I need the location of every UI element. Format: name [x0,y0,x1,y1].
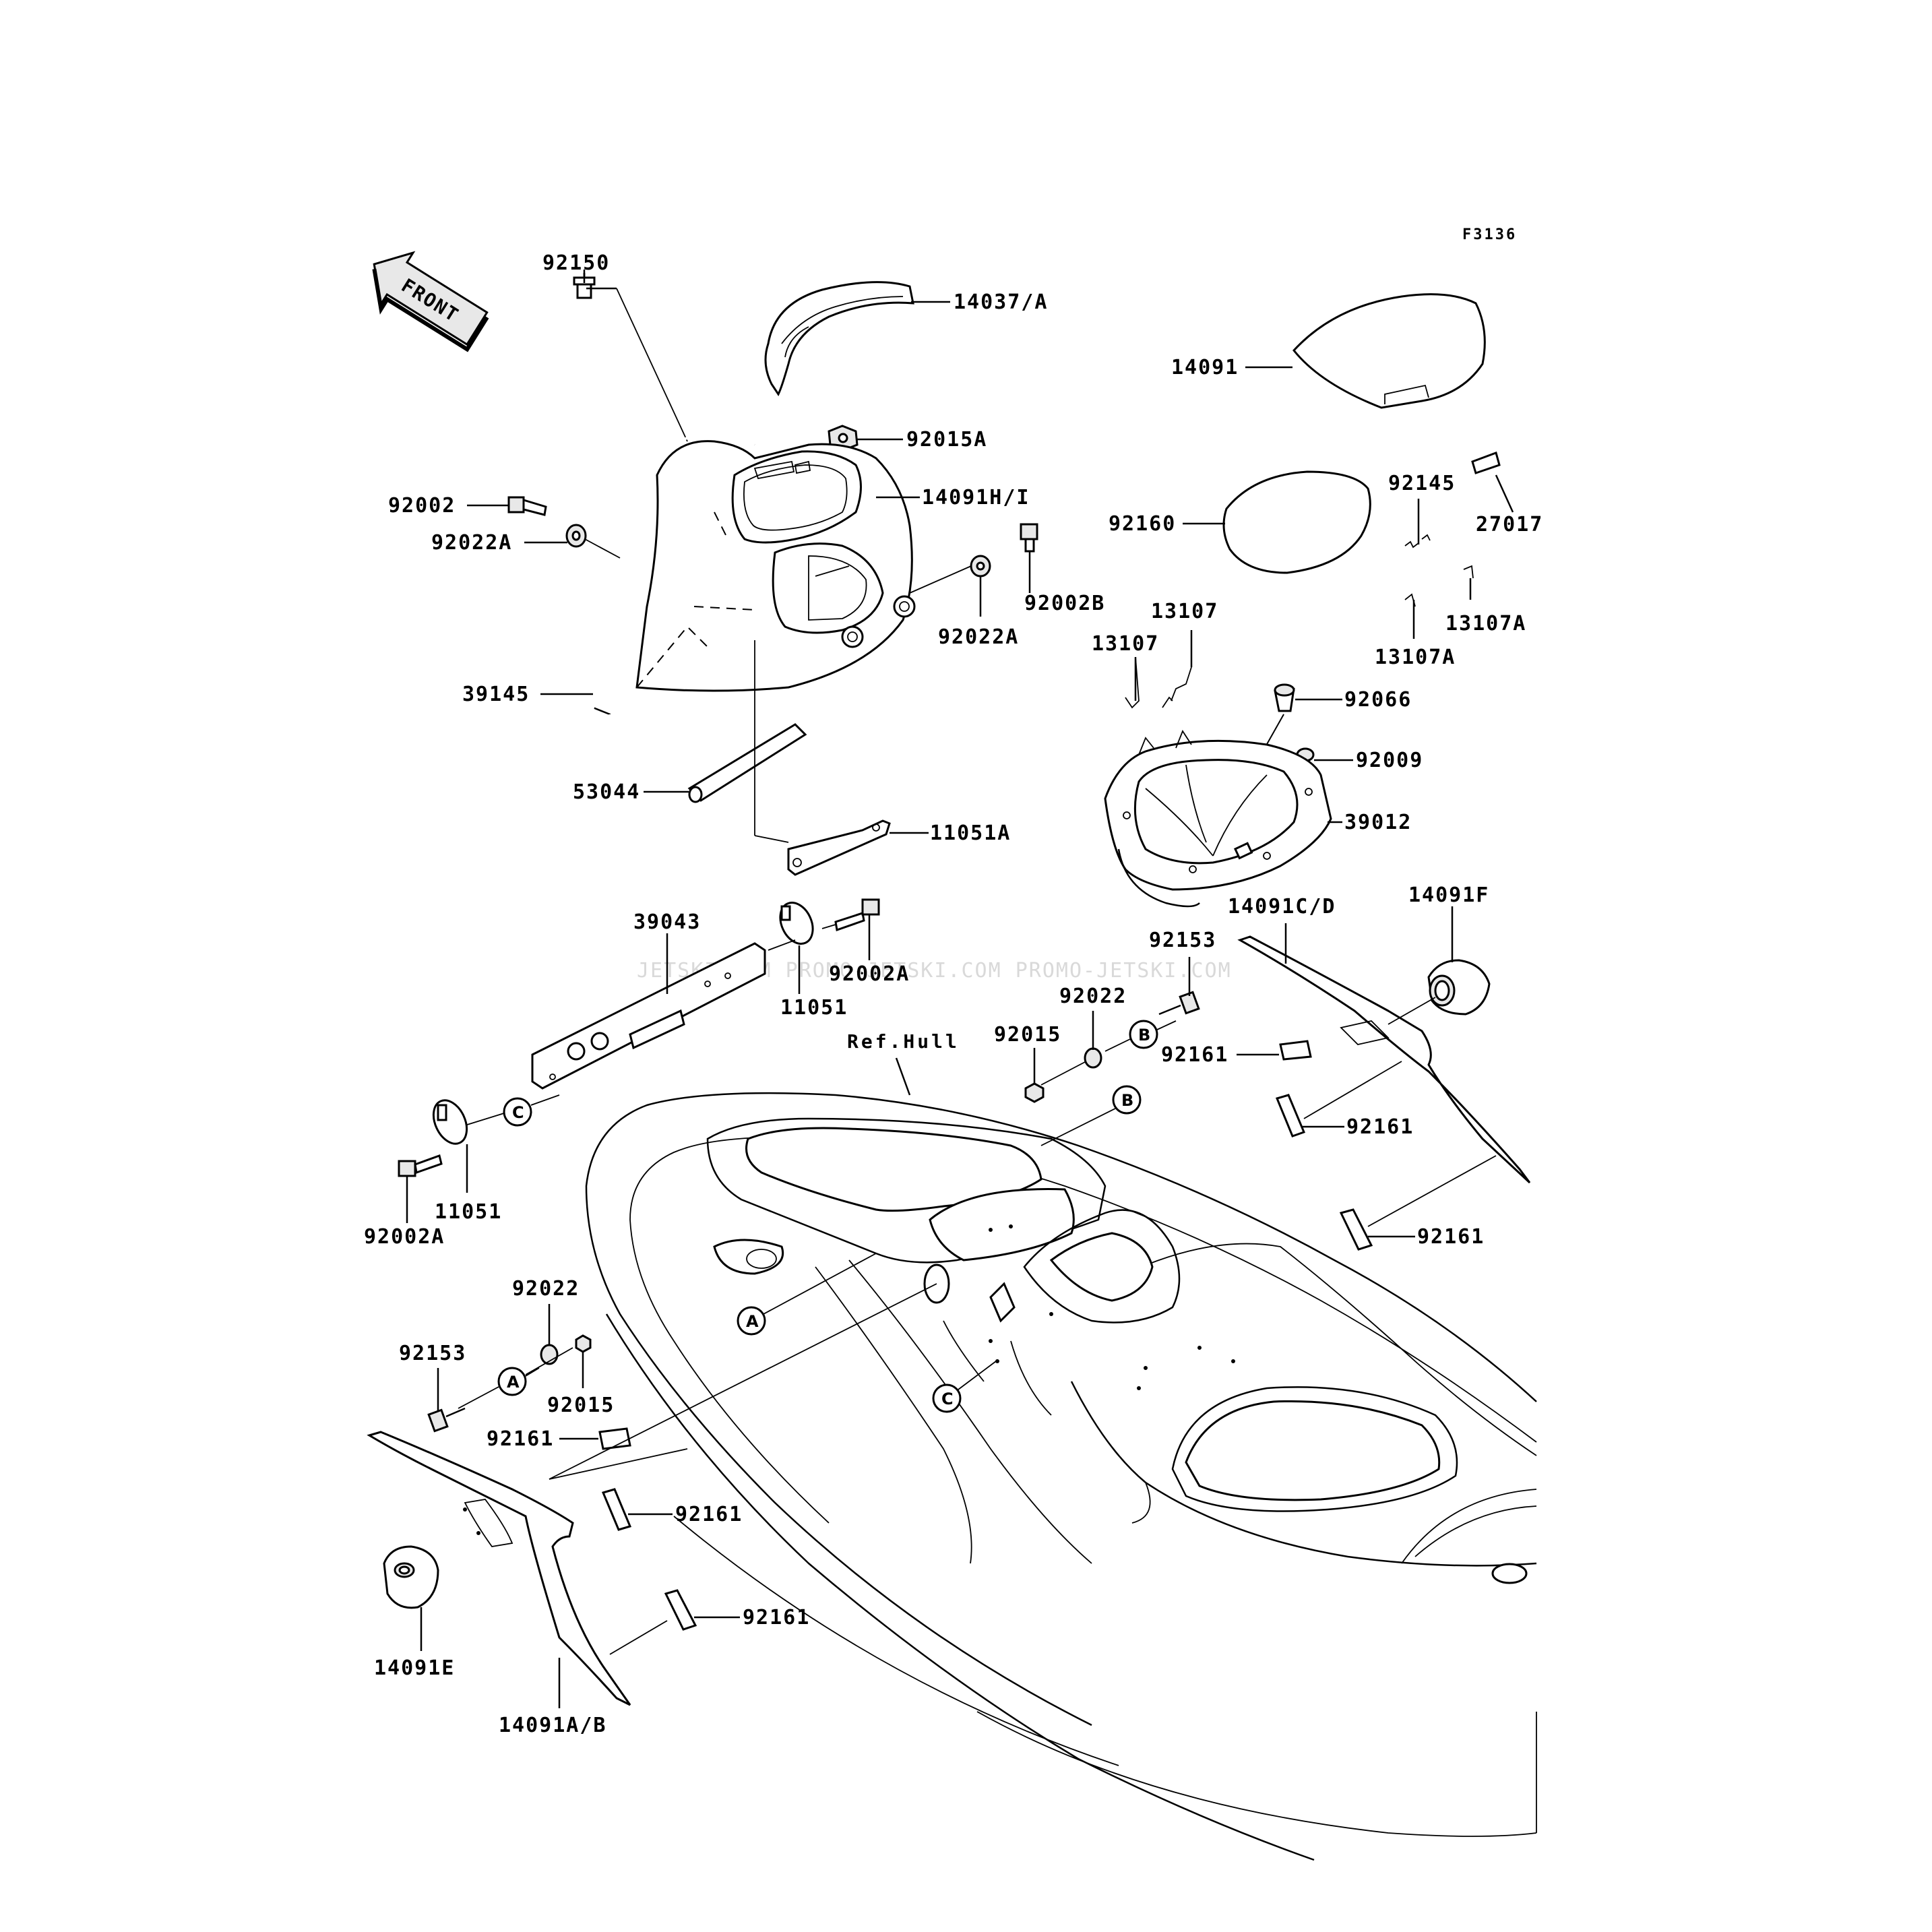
label-14091F: 14091F [1408,883,1489,907]
ref-mark-a-hull-label: A [746,1312,759,1331]
clip-92153-right [1158,991,1200,1016]
label-92145: 92145 [1388,472,1456,495]
ref-mark-a-left-label: A [507,1373,520,1392]
label-92160: 92160 [1109,512,1176,536]
ref-mark-c-left-label: C [512,1103,524,1122]
label-92153-left: 92153 [399,1342,466,1365]
label-plate-27017 [1471,451,1501,474]
label-92015-left: 92015 [547,1394,615,1417]
grip-14037 [764,281,914,396]
pins-13107A [1404,565,1474,607]
label-14037: 14037/A [954,290,1048,314]
label-13107-a: 13107 [1092,632,1159,656]
springs-92145 [1404,534,1431,549]
seal-92160 [1222,470,1371,574]
label-11051A: 11051A [930,821,1011,845]
decal-92161-l1 [598,1427,631,1450]
decal-92161-l3 [664,1589,697,1631]
ref-mark-c-left [503,1097,532,1127]
dash-cover-14091HI [635,440,916,692]
bin-39012 [1104,730,1332,908]
washer-92022A-left [565,524,587,548]
springs-13107 [1125,656,1192,709]
label-14091E: 14091E [374,1656,455,1680]
label-92009: 92009 [1356,749,1423,772]
label-13107-b: 13107 [1151,600,1218,623]
bracket-11051A [787,819,891,876]
grommet-92066 [1274,683,1295,712]
label-39145: 39145 [462,683,530,706]
label-92161-l3: 92161 [743,1606,810,1629]
decal-92161-l2 [601,1488,632,1531]
decal-92161-r3 [1339,1208,1373,1251]
side-panel-14091CD [1237,935,1531,1184]
label-92022-right: 92022 [1059,985,1127,1008]
label-92002: 92002 [388,494,456,518]
label-92022A-left: 92022A [431,531,512,555]
decal-92161-r1 [1279,1040,1312,1061]
ref-mark-b-hull [1112,1085,1142,1115]
label-92022-left: 92022 [512,1277,580,1301]
rod-53044 [687,723,807,803]
washer-92022-right [1084,1047,1102,1069]
label-53044: 53044 [573,780,640,804]
clip-11051-left [432,1099,468,1145]
label-92022A-right: 92022A [938,625,1019,649]
label-92066: 92066 [1344,688,1412,712]
label-92002A-top: 92002A [829,962,910,986]
label-14091CD: 14091C/D [1228,895,1336,918]
lid-14091 [1292,293,1486,409]
cap-14091E [383,1545,439,1609]
side-panel-14091AB [367,1431,631,1706]
label-92161-r2: 92161 [1346,1115,1414,1139]
label-39043: 39043 [633,910,701,934]
label-13107A-a: 13107A [1375,646,1456,669]
bolt-92002A-top [834,898,880,932]
ref-hull-label: Ref.Hull [847,1030,960,1053]
label-92161-l2: 92161 [675,1503,743,1526]
front-arrow-icon: FRONT [372,251,489,352]
label-92002A-left: 92002A [364,1225,445,1249]
label-11051-left: 11051 [435,1200,502,1224]
label-92161-l1: 92161 [487,1427,554,1451]
ref-mark-b-hull-label: B [1121,1091,1133,1110]
decal-92161-r2 [1275,1094,1305,1138]
ref-mark-c-hull [932,1383,962,1413]
nut-92015-left [575,1334,592,1353]
label-92161-r3: 92161 [1417,1225,1485,1249]
label-14091AB: 14091A/B [499,1714,607,1737]
ref-mark-b-top-label: B [1138,1026,1150,1045]
label-92153-right: 92153 [1149,929,1216,952]
label-92015-right: 92015 [994,1023,1061,1047]
label-11051-top: 11051 [780,996,848,1020]
panel-39043 [531,942,766,1090]
hull-ref [585,1092,1537,1861]
ref-mark-c-hull-label: C [941,1390,954,1408]
figure-code: F3136 [1462,226,1517,243]
label-92002B: 92002B [1024,592,1105,615]
label-92015A: 92015A [906,428,987,451]
ref-mark-b-top [1129,1020,1158,1049]
clip-11051-top [779,902,814,945]
label-27017: 27017 [1476,513,1543,536]
label-14091HI: 14091H/I [922,486,1030,509]
trim-39145 [588,434,755,743]
label-39012: 39012 [1344,811,1412,834]
label-92161-r1: 92161 [1161,1043,1228,1067]
bolt-92002 [507,496,547,516]
bolt-92002B [1020,523,1038,553]
ref-mark-a-hull [737,1306,766,1336]
label-14091: 14091 [1171,356,1239,379]
nut-92015-right [1024,1082,1045,1103]
washer-92022A-right [970,555,991,578]
label-13107A-b: 13107A [1445,612,1526,635]
label-92150: 92150 [542,251,610,275]
bolt-92002A-left [398,1154,443,1177]
cap-14091F [1427,959,1491,1016]
ref-mark-a-left [497,1367,527,1396]
clip-92153-left [427,1407,466,1433]
